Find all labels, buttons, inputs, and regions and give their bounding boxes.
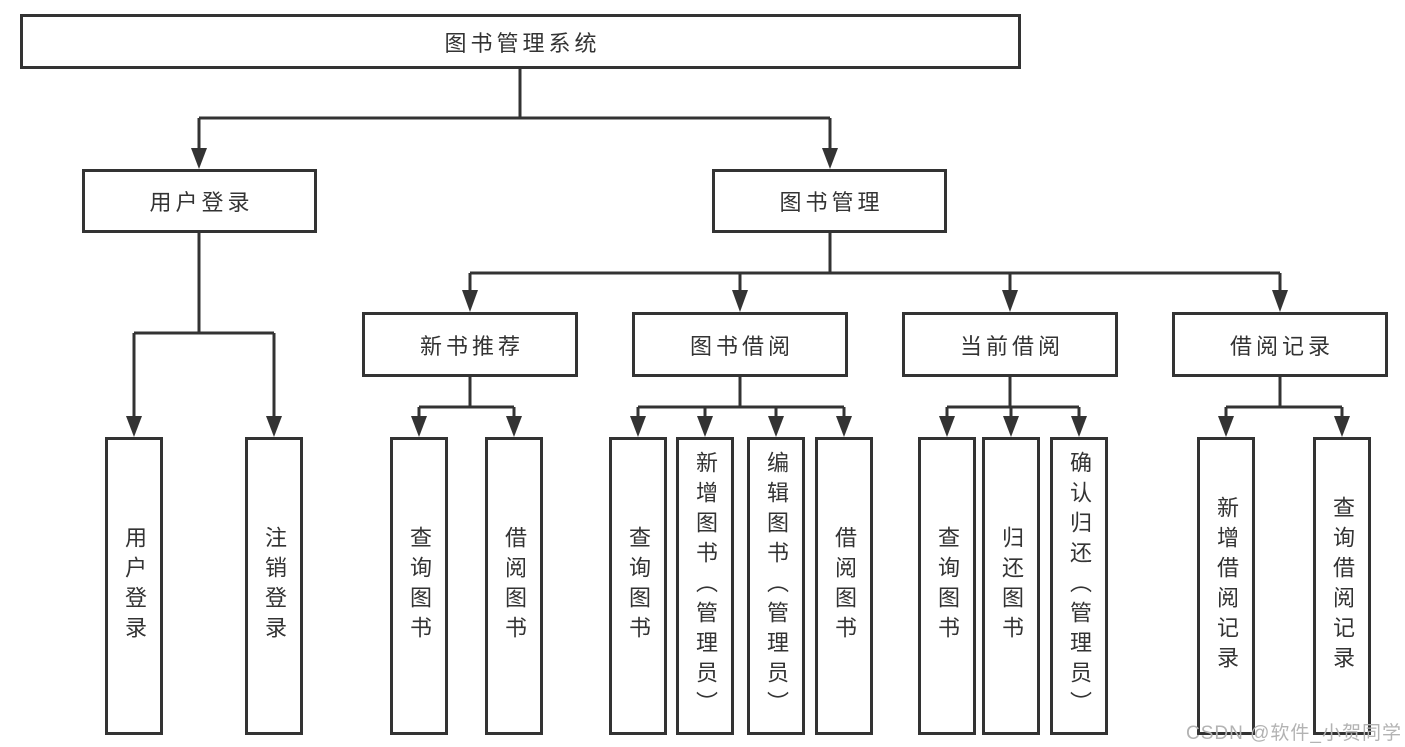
leaf-label: 新增借阅记录 <box>1214 496 1239 676</box>
node-label: 图书借阅 <box>689 333 794 359</box>
connector-user-login-children <box>126 233 282 437</box>
leaf-edit-book-admin: 编辑图书（管理员） <box>747 437 805 735</box>
leaf-confirm-return-admin: 确认归还（管理员） <box>1050 437 1108 735</box>
node-new-book-recommend: 新书推荐 <box>362 312 578 377</box>
leaf-query-books-current: 查询图书 <box>918 437 976 735</box>
connector-borrow-records-children <box>1218 377 1350 437</box>
leaf-label: 新增图书（管理员） <box>693 451 718 721</box>
node-user-login: 用户登录 <box>82 169 317 233</box>
leaf-borrow-books: 借阅图书 <box>815 437 873 735</box>
leaf-label: 查询图书 <box>626 526 651 646</box>
leaf-add-borrow-record: 新增借阅记录 <box>1197 437 1255 735</box>
leaf-add-book-admin: 新增图书（管理员） <box>676 437 734 735</box>
leaf-label: 注销登录 <box>262 526 287 646</box>
leaf-query-books-borrow: 查询图书 <box>609 437 667 735</box>
leaf-label: 编辑图书（管理员） <box>764 451 789 721</box>
leaf-label: 确认归还（管理员） <box>1067 451 1092 721</box>
leaf-label: 查询图书 <box>935 526 960 646</box>
connector-root-to-level2 <box>191 69 838 169</box>
leaf-query-borrow-record: 查询借阅记录 <box>1313 437 1371 735</box>
leaf-label: 借阅图书 <box>832 526 857 646</box>
leaf-label: 用户登录 <box>122 526 147 646</box>
connector-book-management-children <box>462 233 1288 312</box>
node-book-borrow: 图书借阅 <box>632 312 848 377</box>
node-label: 新书推荐 <box>419 333 524 359</box>
node-label: 用户登录 <box>149 190 254 215</box>
leaf-label: 查询借阅记录 <box>1330 496 1355 676</box>
leaf-label: 查询图书 <box>407 526 432 646</box>
connector-current-borrow-children <box>939 377 1087 437</box>
connector-book-borrow-children <box>630 377 852 437</box>
leaf-user-login: 用户登录 <box>105 437 163 735</box>
node-borrow-records: 借阅记录 <box>1172 312 1388 377</box>
leaf-label: 归还图书 <box>999 526 1024 646</box>
leaf-label: 借阅图书 <box>502 526 527 646</box>
node-label: 图书管理 <box>779 190 884 215</box>
leaf-logout: 注销登录 <box>245 437 303 735</box>
node-label: 图书管理系统 <box>444 30 601 56</box>
node-library-management-system: 图书管理系统 <box>20 14 1021 69</box>
csdn-watermark: CSDN @软件_小贺同学 <box>1186 723 1402 744</box>
leaf-return-book: 归还图书 <box>982 437 1040 735</box>
node-book-management: 图书管理 <box>712 169 947 233</box>
node-label: 借阅记录 <box>1229 333 1334 359</box>
leaf-query-books-recommend: 查询图书 <box>390 437 448 735</box>
leaf-borrow-books-recommend: 借阅图书 <box>485 437 543 735</box>
node-current-borrow: 当前借阅 <box>902 312 1118 377</box>
connector-new-book-recommend-children <box>411 377 522 437</box>
node-label: 当前借阅 <box>959 333 1064 359</box>
